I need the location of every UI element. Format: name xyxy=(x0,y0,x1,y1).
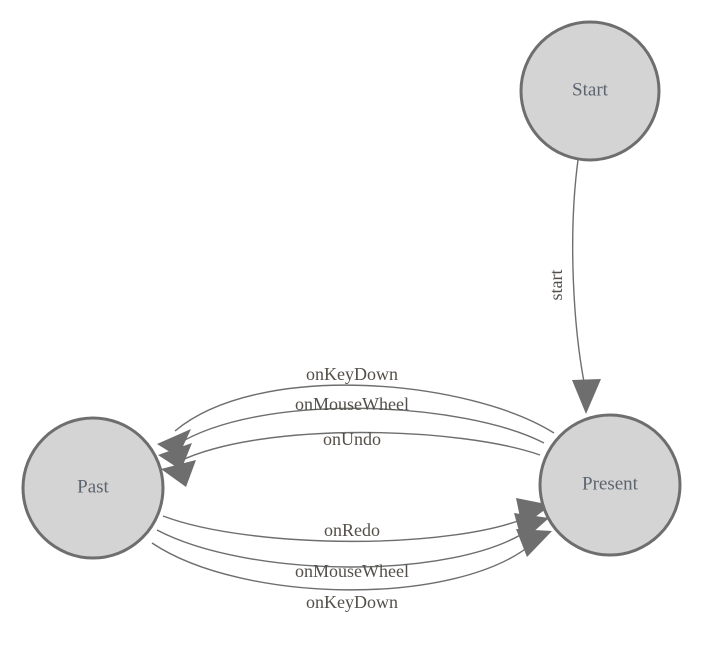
edge-past-to-present-onkeydown-arrowhead xyxy=(516,529,552,557)
node-start-circle xyxy=(519,20,661,162)
edge-label-past-present-onkeydown: onKeyDown xyxy=(306,592,398,612)
edge-present-to-past-onmousewheel-path xyxy=(175,407,545,446)
node-past-label: Past xyxy=(77,476,109,497)
edge-present-to-past-onkeydown-path xyxy=(174,384,555,434)
node-present[interactable]: Present xyxy=(538,413,682,557)
edge-start-to-present[interactable]: start xyxy=(546,159,601,414)
node-start[interactable]: Start xyxy=(519,20,661,162)
node-present-label: Present xyxy=(582,473,639,494)
node-past-circle xyxy=(21,416,165,560)
edge-label-present-past-onmousewheel: onMouseWheel xyxy=(295,394,409,414)
edge-label-past-present-onmousewheel: onMouseWheel xyxy=(295,561,409,581)
edge-past-to-present-onkeydown[interactable]: onKeyDown xyxy=(151,529,552,612)
edge-start-to-present-arrowhead xyxy=(572,379,601,414)
edge-present-to-past-onkeydown[interactable]: onKeyDown xyxy=(157,364,555,457)
node-start-label: Start xyxy=(572,79,609,100)
edge-past-to-present-onmousewheel-path xyxy=(156,528,531,568)
edge-present-to-past-onundo[interactable]: onUndo xyxy=(161,429,541,487)
edge-present-to-past-onundo-path xyxy=(179,431,541,462)
edge-label-past-present-onredo: onRedo xyxy=(324,520,380,540)
edge-present-to-past-onundo-arrowhead xyxy=(161,460,196,487)
edge-start-to-present-path xyxy=(572,159,587,393)
edge-past-to-present-onkeydown-path xyxy=(151,542,534,591)
node-past[interactable]: Past xyxy=(21,416,165,560)
edge-past-to-present-onredo-path xyxy=(162,514,534,543)
edge-past-to-present-onredo[interactable]: onRedo xyxy=(162,498,551,543)
edge-label-present-past-onundo: onUndo xyxy=(323,429,381,449)
node-present-circle xyxy=(538,413,682,557)
edge-label-present-past-onkeydown: onKeyDown xyxy=(306,364,398,384)
edge-present-to-past-onkeydown-arrowhead xyxy=(157,429,191,457)
edge-label-start: start xyxy=(546,270,566,301)
